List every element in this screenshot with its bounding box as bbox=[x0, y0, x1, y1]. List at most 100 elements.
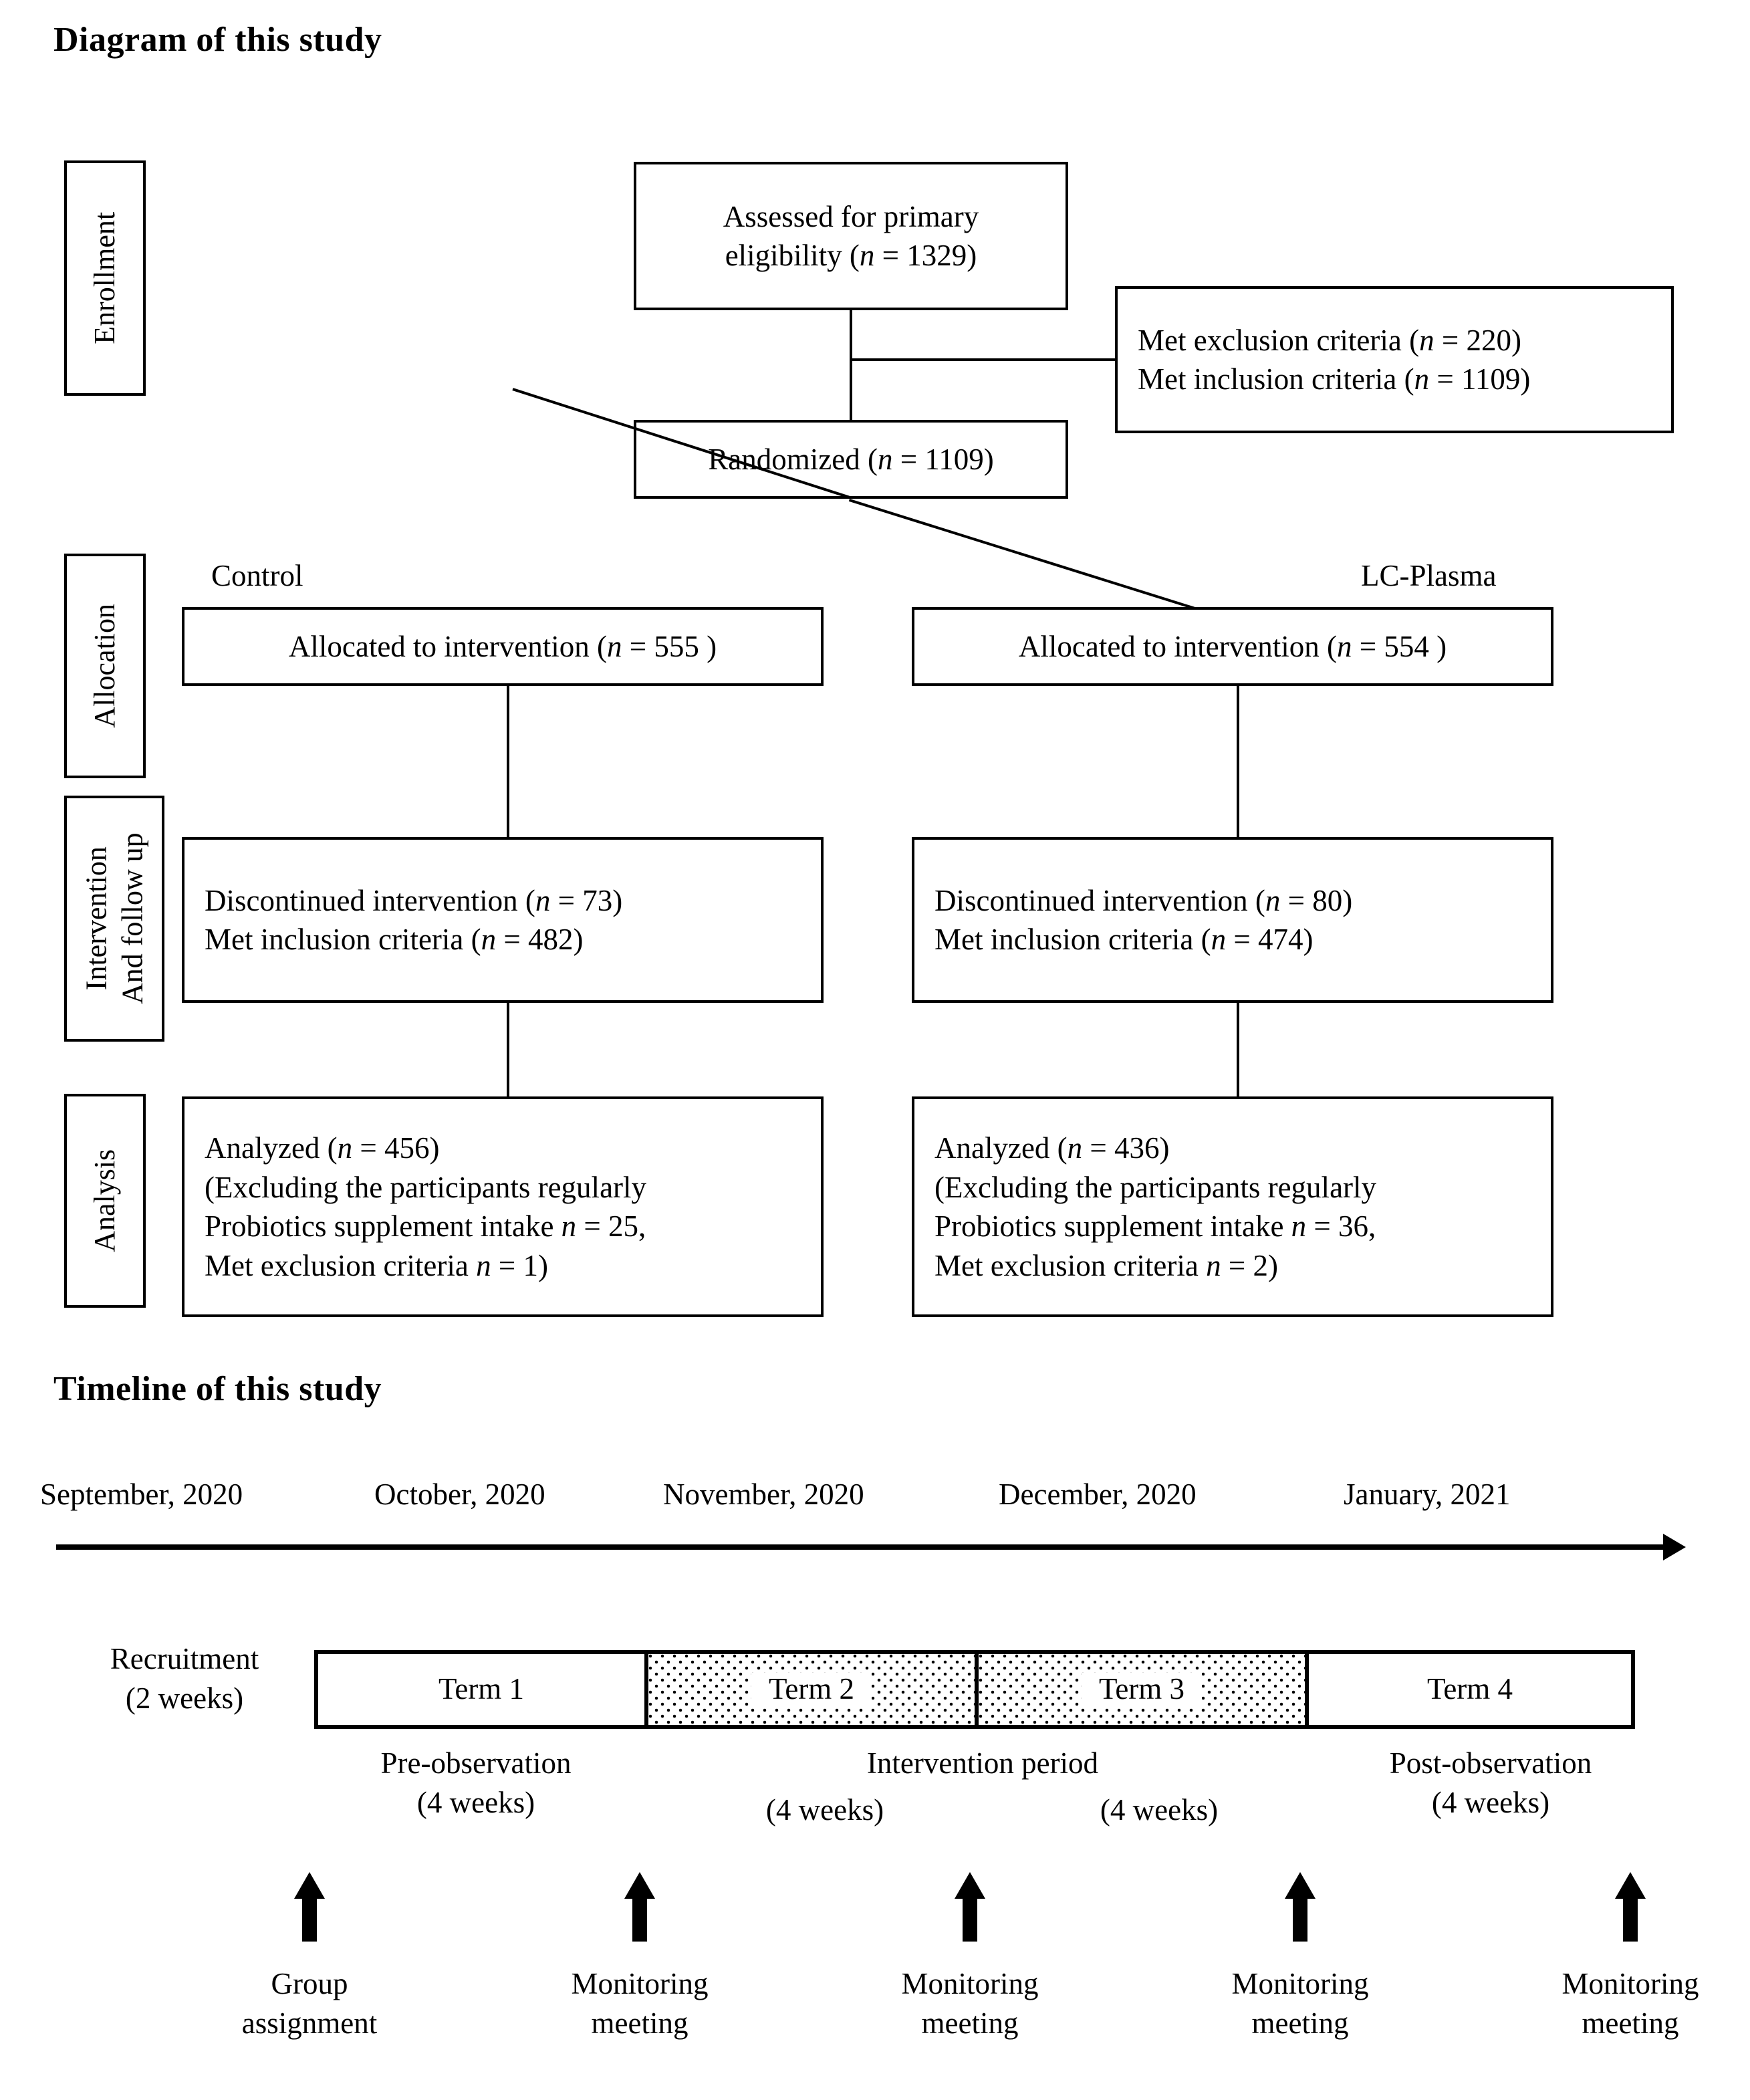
stage-label-allocation: Allocation bbox=[64, 554, 146, 778]
arrow-shaft bbox=[1623, 1897, 1638, 1942]
box-assessed-for-eligibility: Assessed for primary eligibility (n = 13… bbox=[634, 162, 1068, 310]
period-post-observation-line2: (4 weeks) bbox=[1431, 1785, 1550, 1819]
event-group-assignment-line1: Group bbox=[271, 1967, 348, 2000]
event-arrow-monitoring-1 bbox=[624, 1872, 655, 1942]
assessed-line1: Assessed for primary bbox=[723, 199, 979, 233]
arm-label-lcplasma: LC-Plasma bbox=[1361, 559, 1497, 592]
term-2: Term 2 bbox=[644, 1654, 975, 1725]
stage-label-enrollment: Enrollment bbox=[64, 160, 146, 396]
box-exclusion-inclusion-criteria: Met exclusion criteria (n = 220) Met inc… bbox=[1115, 286, 1674, 433]
connector-lcplasma-allocated-to-followup bbox=[1237, 686, 1239, 837]
period-intervention-weeks-first-text: (4 weeks) bbox=[765, 1793, 884, 1827]
period-intervention-weeks-second: (4 weeks) bbox=[1025, 1790, 1293, 1830]
arrow-shaft bbox=[1293, 1897, 1307, 1942]
term-3-label: Term 3 bbox=[1081, 1673, 1203, 1706]
event-label-monitoring-1: Monitoring meeting bbox=[493, 1964, 787, 2043]
timeline-month-november: November, 2020 bbox=[663, 1478, 864, 1511]
analyzed-control-line3: Probiotics supplement intake n = 25, bbox=[205, 1209, 646, 1243]
event-monitoring-1-line2: meeting bbox=[591, 2006, 689, 2040]
term-4: Term 4 bbox=[1305, 1654, 1631, 1725]
period-intervention-line1: Intervention period bbox=[866, 1746, 1099, 1780]
term-2-label: Term 2 bbox=[751, 1673, 872, 1706]
event-arrow-group-assignment bbox=[294, 1872, 325, 1942]
event-arrow-monitoring-3 bbox=[1285, 1872, 1316, 1942]
box-allocated-control: Allocated to intervention (n = 555 ) bbox=[182, 607, 824, 686]
event-label-group-assignment: Group assignment bbox=[162, 1964, 457, 2043]
recruitment-label: Recruitment (2 weeks) bbox=[53, 1639, 316, 1718]
timeline-axis-line bbox=[56, 1544, 1668, 1550]
analyzed-lcplasma-line1: Analyzed (n = 436) bbox=[934, 1131, 1170, 1165]
stage-label-intervention-line1: Intervention bbox=[80, 846, 113, 991]
timeline-axis-arrowhead bbox=[1663, 1534, 1686, 1560]
timeline-month-october: October, 2020 bbox=[374, 1478, 545, 1511]
followup-control-line2: Met inclusion criteria (n = 482) bbox=[205, 923, 584, 956]
term-4-label: Term 4 bbox=[1409, 1673, 1531, 1706]
diagram-section-title: Diagram of this study bbox=[53, 21, 382, 59]
stage-label-intervention-text: Intervention And follow up bbox=[78, 833, 150, 1005]
analyzed-control-line2: (Excluding the participants regularly bbox=[205, 1170, 647, 1204]
arrow-shaft bbox=[963, 1897, 977, 1942]
box-analyzed-lcplasma: Analyzed (n = 436) (Excluding the partic… bbox=[912, 1096, 1553, 1317]
stage-label-allocation-text: Allocation bbox=[88, 604, 122, 728]
event-monitoring-4-line1: Monitoring bbox=[1561, 1967, 1699, 2000]
connector-assessed-to-randomized bbox=[850, 310, 852, 420]
stage-label-intervention: Intervention And follow up bbox=[64, 796, 164, 1042]
event-group-assignment-line2: assignment bbox=[241, 2006, 378, 2040]
box-followup-lcplasma: Discontinued intervention (n = 80) Met i… bbox=[912, 837, 1553, 1003]
arrow-shaft bbox=[632, 1897, 647, 1942]
arrow-head-icon bbox=[1285, 1872, 1316, 1899]
timeline-month-january: January, 2021 bbox=[1344, 1478, 1511, 1511]
connector-lcplasma-followup-to-analysis bbox=[1237, 1003, 1239, 1096]
event-monitoring-4-line2: meeting bbox=[1582, 2006, 1679, 2040]
connector-randomize-to-lcplasma bbox=[848, 499, 1195, 610]
randomized-text: Randomized (n = 1109) bbox=[708, 442, 994, 476]
event-monitoring-1-line1: Monitoring bbox=[571, 1967, 709, 2000]
period-pre-observation: Pre-observation (4 weeks) bbox=[302, 1744, 650, 1822]
arrow-head-icon bbox=[294, 1872, 325, 1899]
timeline-month-december: December, 2020 bbox=[999, 1478, 1197, 1511]
term-1-label: Term 1 bbox=[420, 1673, 542, 1706]
arrow-shaft bbox=[302, 1897, 317, 1942]
followup-lcplasma-line2: Met inclusion criteria (n = 474) bbox=[934, 923, 1314, 956]
stage-label-intervention-line2: And follow up bbox=[116, 832, 148, 1005]
analyzed-control-line1: Analyzed (n = 456) bbox=[205, 1131, 440, 1165]
event-arrow-monitoring-2 bbox=[955, 1872, 985, 1942]
event-monitoring-3-line2: meeting bbox=[1251, 2006, 1349, 2040]
exclusion-line1: Met exclusion criteria (n = 220) bbox=[1138, 323, 1521, 357]
period-intervention-weeks-second-text: (4 weeks) bbox=[1100, 1793, 1219, 1827]
stage-label-enrollment-text: Enrollment bbox=[88, 212, 122, 344]
stage-label-analysis-text: Analysis bbox=[88, 1149, 122, 1252]
event-arrow-monitoring-4 bbox=[1615, 1872, 1646, 1942]
period-intervention: Intervention period bbox=[795, 1744, 1170, 1783]
arrow-head-icon bbox=[955, 1872, 985, 1899]
box-followup-control: Discontinued intervention (n = 73) Met i… bbox=[182, 837, 824, 1003]
followup-control-line1: Discontinued intervention (n = 73) bbox=[205, 883, 623, 917]
event-label-monitoring-2: Monitoring meeting bbox=[823, 1964, 1117, 2043]
recruitment-line1: Recruitment bbox=[110, 1642, 259, 1675]
stage-label-analysis: Analysis bbox=[64, 1094, 146, 1308]
period-pre-observation-line1: Pre-observation bbox=[380, 1746, 572, 1780]
arrow-head-icon bbox=[1615, 1872, 1646, 1899]
event-monitoring-2-line2: meeting bbox=[921, 2006, 1019, 2040]
event-label-monitoring-3: Monitoring meeting bbox=[1153, 1964, 1447, 2043]
analyzed-lcplasma-line4: Met exclusion criteria n = 2) bbox=[934, 1248, 1278, 1282]
allocated-lcplasma-text: Allocated to intervention (n = 554 ) bbox=[1018, 629, 1447, 663]
period-post-observation-line1: Post-observation bbox=[1389, 1746, 1592, 1780]
analyzed-lcplasma-line2: (Excluding the participants regularly bbox=[934, 1170, 1377, 1204]
box-analyzed-control: Analyzed (n = 456) (Excluding the partic… bbox=[182, 1096, 824, 1317]
followup-lcplasma-line1: Discontinued intervention (n = 80) bbox=[934, 883, 1353, 917]
event-monitoring-3-line1: Monitoring bbox=[1231, 1967, 1369, 2000]
timeline-term-bar: Term 1 Term 2 Term 3 Term 4 bbox=[314, 1650, 1635, 1729]
analyzed-lcplasma-line3: Probiotics supplement intake n = 36, bbox=[934, 1209, 1376, 1243]
exclusion-line2: Met inclusion criteria (n = 1109) bbox=[1138, 362, 1531, 396]
connector-to-exclusion-box bbox=[850, 358, 1117, 361]
timeline-month-september: September, 2020 bbox=[40, 1478, 243, 1511]
assessed-line2: eligibility (n = 1329) bbox=[725, 239, 977, 272]
period-intervention-weeks-first: (4 weeks) bbox=[691, 1790, 959, 1830]
arm-label-control: Control bbox=[211, 559, 303, 592]
period-pre-observation-line2: (4 weeks) bbox=[416, 1785, 535, 1819]
connector-control-followup-to-analysis bbox=[507, 1003, 509, 1096]
period-post-observation: Post-observation (4 weeks) bbox=[1310, 1744, 1671, 1822]
analyzed-control-line4: Met exclusion criteria n = 1) bbox=[205, 1248, 548, 1282]
connector-control-allocated-to-followup bbox=[507, 686, 509, 837]
